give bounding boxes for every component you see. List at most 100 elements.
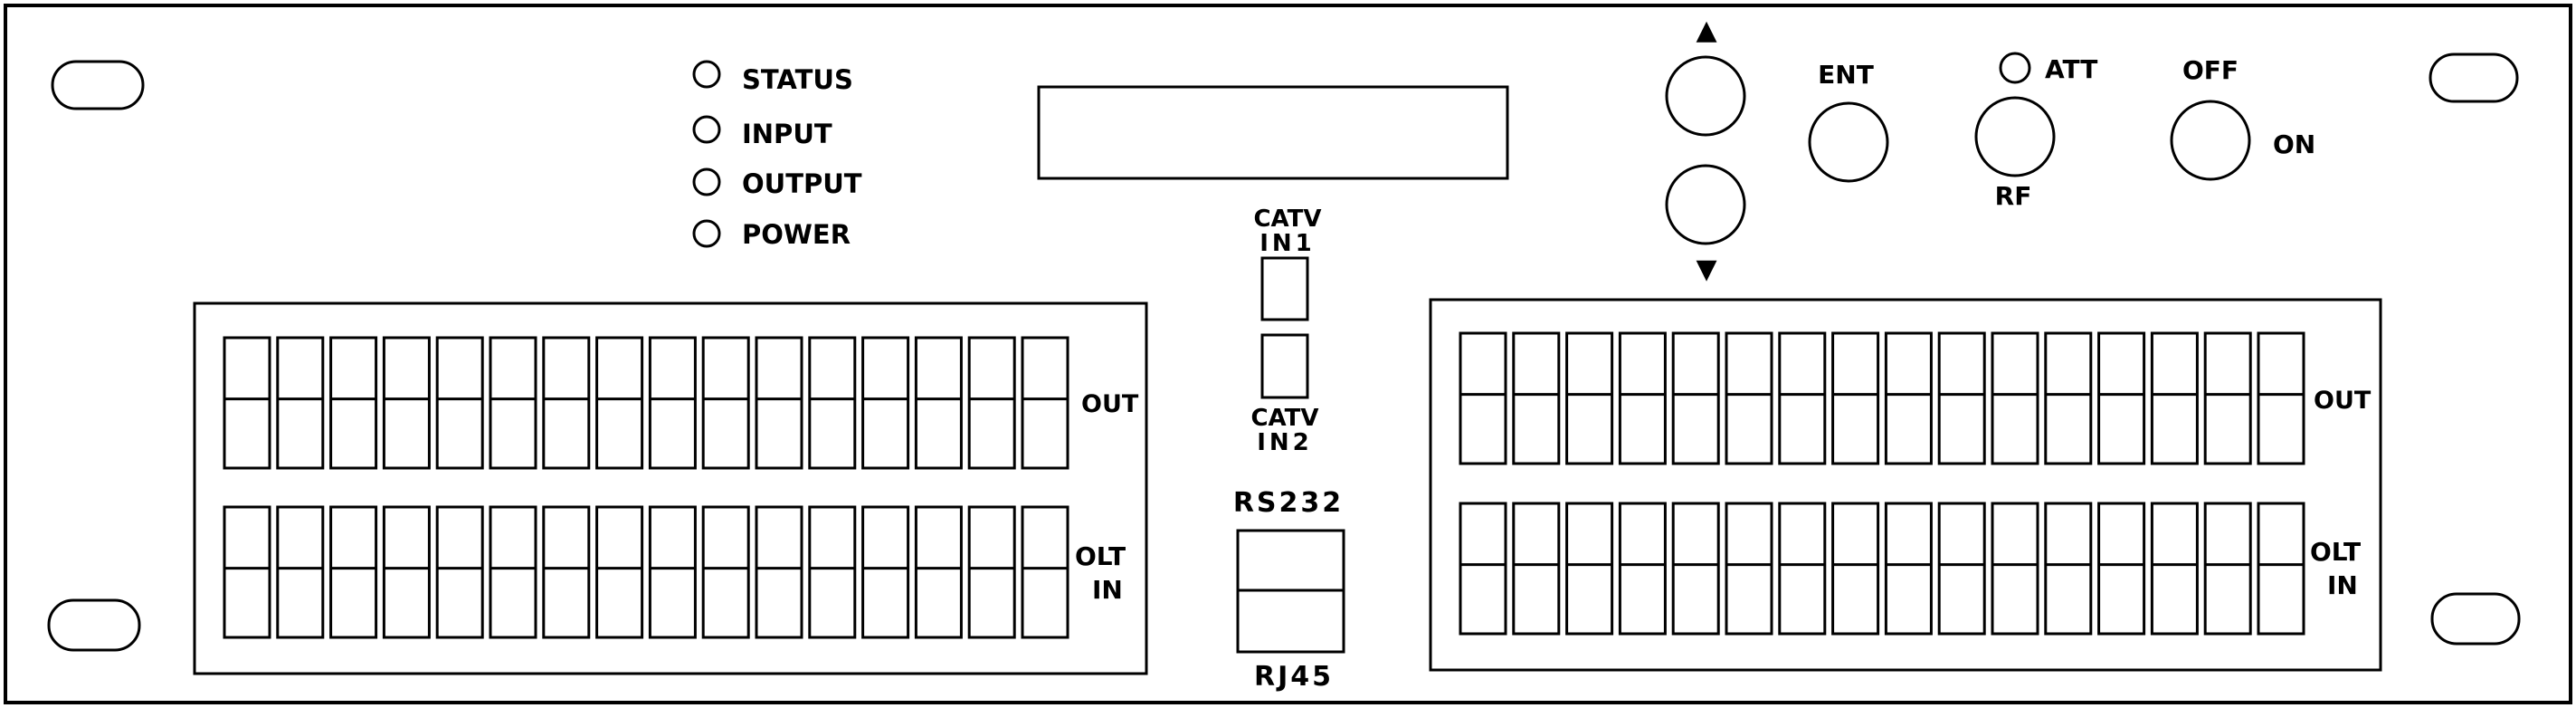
input-led	[692, 115, 721, 144]
power-led	[692, 219, 721, 248]
left-out-port[interactable]	[329, 336, 378, 470]
left-olt-in-port[interactable]	[329, 505, 378, 639]
left-olt-in-port[interactable]	[755, 505, 803, 639]
right-out-port[interactable]	[2203, 331, 2252, 465]
catv-in2-port[interactable]	[1260, 333, 1309, 399]
mount-slot-top-right	[2429, 53, 2519, 103]
left-olt-in-port[interactable]	[595, 505, 644, 639]
left-out-port[interactable]	[648, 336, 697, 470]
status-led-label: STATUS	[742, 64, 853, 95]
right-olt-in-port[interactable]	[2257, 502, 2305, 636]
mount-slot-top-left	[51, 60, 145, 110]
right-olt-in-port[interactable]	[1831, 502, 1880, 636]
left-olt-in-port[interactable]	[648, 505, 697, 639]
right-olt-in-port[interactable]	[1565, 502, 1614, 636]
left-out-port[interactable]	[223, 336, 271, 470]
left-out-port[interactable]	[542, 336, 591, 470]
left-out-port[interactable]	[435, 336, 484, 470]
status-led	[692, 60, 721, 89]
left-out-port[interactable]	[595, 336, 644, 470]
mount-slot-bottom-left	[47, 598, 141, 652]
right-olt-in-port[interactable]	[1671, 502, 1720, 636]
rf-label: RF	[1995, 181, 2032, 211]
left-out-port[interactable]	[967, 336, 1016, 470]
right-out-port[interactable]	[1884, 331, 1933, 465]
left-out-port[interactable]	[701, 336, 750, 470]
up-button[interactable]	[1665, 55, 1746, 137]
right-olt-in-port[interactable]	[1512, 502, 1561, 636]
right-out-port[interactable]	[1778, 331, 1827, 465]
right-olt-in-port[interactable]	[2203, 502, 2252, 636]
left-out-port[interactable]	[914, 336, 963, 470]
left-out-port[interactable]	[382, 336, 431, 470]
power-switch[interactable]	[2170, 100, 2251, 181]
left-out-port[interactable]	[808, 336, 857, 470]
left-olt-in-port[interactable]	[489, 505, 537, 639]
left-olt-in-port[interactable]	[1021, 505, 1069, 639]
left-olt-in-port[interactable]	[861, 505, 910, 639]
right-out-port[interactable]	[1937, 331, 1986, 465]
rj45-port[interactable]	[1236, 588, 1345, 654]
right-out-port[interactable]	[1459, 331, 1507, 465]
right-in-label: IN	[2327, 570, 2358, 600]
left-olt-in-port[interactable]	[542, 505, 591, 639]
left-out-port[interactable]	[489, 336, 537, 470]
mount-slot-bottom-right	[2430, 592, 2521, 646]
right-out-port[interactable]	[2097, 331, 2146, 465]
up-arrow-icon: ▲	[1696, 14, 1716, 46]
left-out-port[interactable]	[276, 336, 325, 470]
input-led-label: INPUT	[742, 119, 832, 149]
off-label: OFF	[2182, 55, 2239, 85]
left-olt-in-port[interactable]	[276, 505, 325, 639]
right-out-port[interactable]	[1991, 331, 2039, 465]
right-out-port[interactable]	[1671, 331, 1720, 465]
left-olt-in-port[interactable]	[701, 505, 750, 639]
right-out-port[interactable]	[1725, 331, 1773, 465]
right-olt-in-port[interactable]	[1618, 502, 1667, 636]
att-led	[1999, 52, 2031, 84]
left-out-port[interactable]	[755, 336, 803, 470]
left-out-port[interactable]	[861, 336, 910, 470]
output-led	[692, 167, 721, 196]
left-out-label: OUT	[1081, 390, 1139, 418]
left-olt-in-port[interactable]	[382, 505, 431, 639]
right-olt-in-port[interactable]	[1991, 502, 2039, 636]
rf-button[interactable]	[1974, 96, 2056, 177]
right-out-port[interactable]	[1831, 331, 1880, 465]
right-olt-in-port[interactable]	[2044, 502, 2093, 636]
left-olt-in-port[interactable]	[914, 505, 963, 639]
catv-in2-label-line1: CATV	[1250, 405, 1318, 432]
left-olt-in-port[interactable]	[808, 505, 857, 639]
right-olt-in-port[interactable]	[2150, 502, 2199, 636]
left-olt-label: OLT	[1075, 541, 1126, 571]
right-out-port[interactable]	[1618, 331, 1667, 465]
ent-label: ENT	[1818, 60, 1874, 90]
left-in-label: IN	[1092, 575, 1123, 605]
right-olt-in-port[interactable]	[2097, 502, 2146, 636]
rs232-port[interactable]	[1236, 529, 1345, 592]
lcd-display	[1037, 85, 1509, 180]
port-grid-right	[1459, 331, 2305, 636]
left-out-port[interactable]	[1021, 336, 1069, 470]
right-olt-in-port[interactable]	[1937, 502, 1986, 636]
output-led-label: OUTPUT	[742, 168, 862, 199]
right-out-port[interactable]	[2044, 331, 2093, 465]
port-grid-left	[223, 336, 1069, 639]
right-out-label: OUT	[2314, 387, 2372, 415]
right-out-port[interactable]	[1512, 331, 1561, 465]
right-olt-in-port[interactable]	[1725, 502, 1773, 636]
right-out-port[interactable]	[2257, 331, 2305, 465]
left-olt-in-port[interactable]	[223, 505, 271, 639]
right-out-port[interactable]	[1565, 331, 1614, 465]
right-olt-in-port[interactable]	[1884, 502, 1933, 636]
right-olt-in-port[interactable]	[1459, 502, 1507, 636]
ent-button[interactable]	[1808, 101, 1889, 183]
att-label: ATT	[2045, 54, 2097, 84]
right-olt-in-port[interactable]	[1778, 502, 1827, 636]
down-button[interactable]	[1665, 164, 1746, 245]
catv-in1-port[interactable]	[1260, 256, 1309, 321]
left-olt-in-port[interactable]	[967, 505, 1016, 639]
right-out-port[interactable]	[2150, 331, 2199, 465]
left-olt-in-port[interactable]	[435, 505, 484, 639]
power-led-label: POWER	[742, 219, 851, 250]
